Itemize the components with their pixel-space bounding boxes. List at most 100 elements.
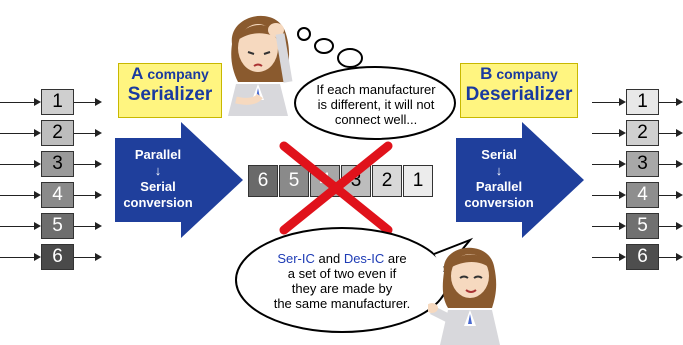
channel-line xyxy=(74,226,95,227)
channel-box: 5 xyxy=(626,213,659,239)
channel-arrowhead xyxy=(619,253,626,261)
channel-arrowhead xyxy=(676,98,683,106)
channel-arrowhead xyxy=(619,98,626,106)
channel-arrowhead xyxy=(676,191,683,199)
channel-arrowhead xyxy=(676,129,683,137)
channel-line xyxy=(592,226,619,227)
channel-box: 2 xyxy=(41,120,74,146)
deserializer-arrow-line-1: Serial xyxy=(481,147,517,162)
deserializer-name: Deserializer xyxy=(465,84,573,105)
channel-line xyxy=(0,195,34,196)
deserializer-arrow-line-2: ↓ xyxy=(495,163,503,178)
channel-arrowhead xyxy=(619,160,626,168)
serializer-arrow-line-1: Parallel xyxy=(134,147,182,162)
serial-box: 1 xyxy=(403,165,433,197)
channel-box: 6 xyxy=(626,244,659,270)
channel-line xyxy=(659,133,676,134)
channel-line xyxy=(74,133,95,134)
thought-bubble-text: If each manufacturer is different, it wi… xyxy=(298,82,454,127)
channel-line xyxy=(0,102,34,103)
channel-line xyxy=(592,257,619,258)
serializer-letter: A xyxy=(131,64,144,83)
channel-arrowhead xyxy=(95,129,102,137)
channel-line xyxy=(592,195,619,196)
channel-box: 5 xyxy=(41,213,74,239)
channel-arrowhead xyxy=(676,222,683,230)
channel-line xyxy=(659,195,676,196)
serial-box: 6 xyxy=(248,165,278,197)
channel-arrowhead xyxy=(34,253,41,261)
deserializer-letter: B xyxy=(480,64,493,83)
channel-line xyxy=(659,102,676,103)
channel-arrowhead xyxy=(619,222,626,230)
channel-arrowhead xyxy=(676,160,683,168)
channel-box: 1 xyxy=(626,89,659,115)
channel-line xyxy=(659,257,676,258)
deserializer-arrow xyxy=(456,122,584,238)
deserializer-arrow-line-3: Parallel xyxy=(475,179,523,194)
channel-arrowhead xyxy=(95,191,102,199)
thought-line-2: is different, it will not xyxy=(317,97,435,112)
deserializer-arrow-text: Serial ↓ Parallel conversion xyxy=(458,147,540,211)
channel-arrowhead xyxy=(619,129,626,137)
channel-line xyxy=(74,257,95,258)
speech-line-2: a set of two even if xyxy=(287,266,397,281)
serializer-arrow-line-3: Serial xyxy=(140,179,176,194)
worried-woman-illustration xyxy=(228,15,293,116)
smiling-woman-illustration xyxy=(428,247,500,345)
channel-arrowhead xyxy=(95,253,102,261)
channel-line xyxy=(74,102,95,103)
channel-line xyxy=(659,226,676,227)
channel-box: 2 xyxy=(626,120,659,146)
channel-line xyxy=(74,195,95,196)
speech-bubble-text: Ser-IC and Des-IC are a set of two even … xyxy=(232,251,452,311)
speech-line-1-are: are xyxy=(384,251,407,266)
thought-line-1: If each manufacturer xyxy=(316,82,436,97)
channel-arrowhead xyxy=(34,191,41,199)
channel-line xyxy=(74,164,95,165)
channel-arrowhead xyxy=(34,222,41,230)
des-ic-term: Des-IC xyxy=(343,251,385,266)
serializer-arrow-text: Parallel ↓ Serial conversion xyxy=(118,147,198,211)
channel-box: 1 xyxy=(41,89,74,115)
serializer-arrow xyxy=(115,122,243,238)
serial-box: 2 xyxy=(372,165,402,197)
channel-arrowhead xyxy=(676,253,683,261)
channel-line xyxy=(592,164,619,165)
channel-box: 4 xyxy=(626,182,659,208)
channel-line xyxy=(0,226,34,227)
red-cross-mark xyxy=(279,141,393,235)
serializer-company: company xyxy=(147,66,209,82)
channel-arrowhead xyxy=(34,98,41,106)
channel-arrowhead xyxy=(34,160,41,168)
channel-line xyxy=(0,133,34,134)
channel-arrowhead xyxy=(95,160,102,168)
serializer-label: A company Serializer xyxy=(118,63,222,118)
serializer-name: Serializer xyxy=(127,84,213,105)
channel-arrowhead xyxy=(619,191,626,199)
channel-line xyxy=(659,164,676,165)
channel-arrowhead xyxy=(95,98,102,106)
channel-line xyxy=(592,102,619,103)
serializer-arrow-line-2: ↓ xyxy=(154,163,162,178)
ser-ic-term: Ser-IC xyxy=(277,251,315,266)
deserializer-arrow-line-4: conversion xyxy=(464,195,534,210)
channel-box: 3 xyxy=(626,151,659,177)
deserializer-company: company xyxy=(496,66,558,82)
thought-bubble xyxy=(294,27,456,140)
channel-box: 4 xyxy=(41,182,74,208)
speech-line-3: they are made by xyxy=(291,281,393,296)
channel-line xyxy=(592,133,619,134)
channel-arrowhead xyxy=(95,222,102,230)
speech-line-4: the same manufacturer. xyxy=(273,296,411,311)
channel-box: 6 xyxy=(41,244,74,270)
channel-line xyxy=(0,164,34,165)
channel-line xyxy=(0,257,34,258)
thought-line-3: connect well... xyxy=(334,112,418,127)
speech-line-1-and: and xyxy=(314,251,344,266)
channel-box: 3 xyxy=(41,151,74,177)
speech-line-1: Ser-IC and Des-IC are xyxy=(232,251,452,266)
serial-box: 5 xyxy=(279,165,309,197)
channel-arrowhead xyxy=(34,129,41,137)
